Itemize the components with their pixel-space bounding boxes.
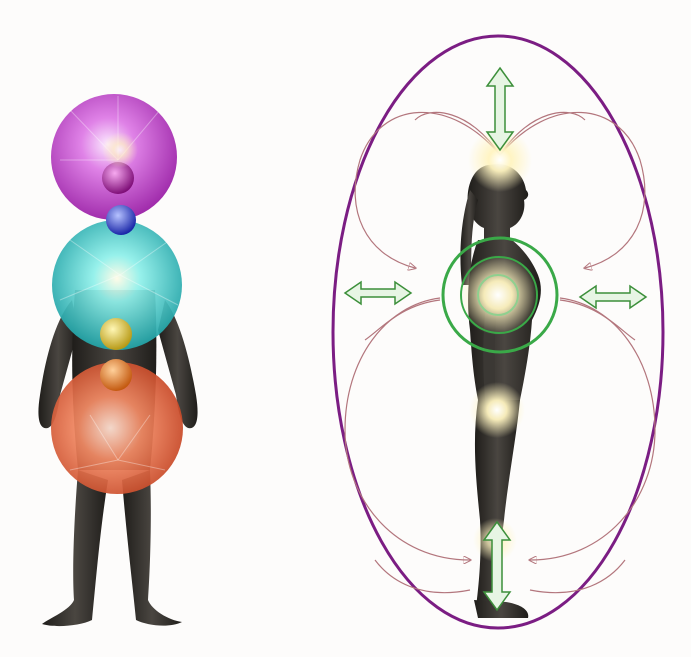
left-chakra-figure	[38, 94, 197, 626]
left-horizontal-arrow	[345, 282, 411, 304]
yellow-orb	[100, 318, 132, 350]
crown-glow	[102, 132, 138, 168]
right-energy-field-figure	[333, 36, 663, 628]
right-horizontal-arrow	[580, 286, 646, 308]
orange-orb	[100, 359, 132, 391]
blue-orb	[106, 205, 136, 235]
top-vertical-arrow	[487, 68, 513, 150]
belly-light-glow	[469, 382, 525, 438]
